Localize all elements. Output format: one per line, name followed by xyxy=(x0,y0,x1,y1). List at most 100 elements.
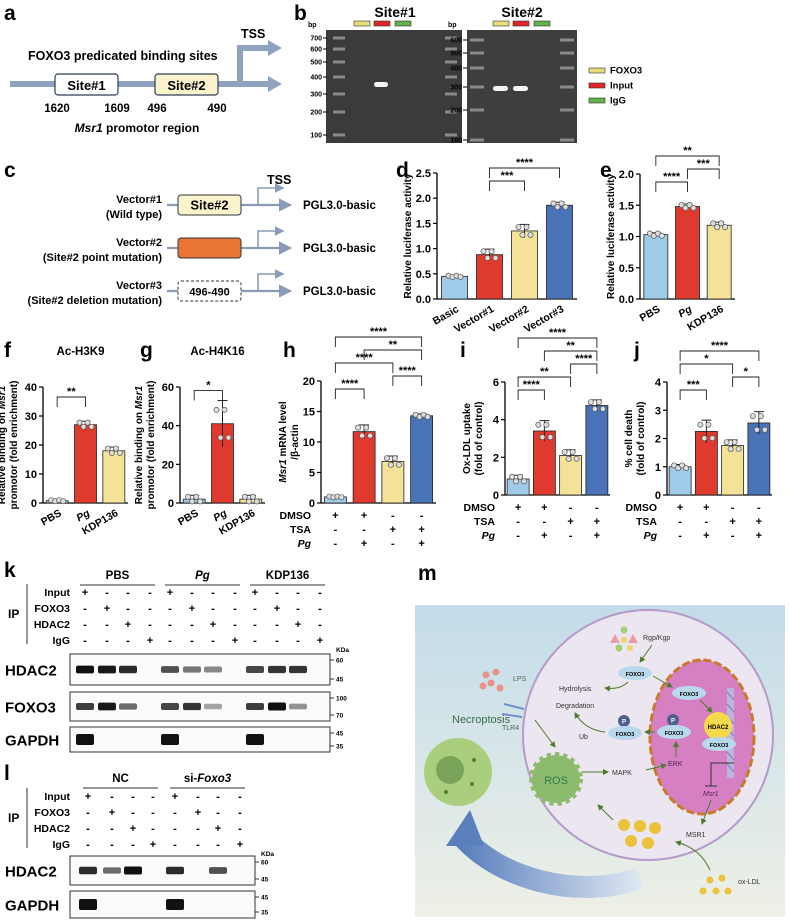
ladder-band xyxy=(470,51,484,55)
y-tick-label: 0.0 xyxy=(619,294,634,306)
ip-sign: - xyxy=(211,587,215,599)
ip-sign: - xyxy=(253,619,257,631)
condition-label: DMSO xyxy=(464,502,496,514)
blot-label-foxo3: FOXO3 xyxy=(5,700,56,717)
ip-sign: - xyxy=(151,791,155,803)
ip-sign: - xyxy=(216,839,220,851)
ip-sign: - xyxy=(275,635,279,647)
data-point xyxy=(599,405,606,412)
data-point xyxy=(561,449,568,456)
condition-label: Pg xyxy=(644,530,658,542)
y-tick-label: 10 xyxy=(303,437,315,449)
condition-sign: - xyxy=(420,510,424,522)
ip-sign: + xyxy=(130,823,136,835)
y-axis-label: Relative binding on Msr1 xyxy=(0,385,8,504)
protein-band xyxy=(76,734,94,745)
ip-sign: + xyxy=(109,807,115,819)
y-tick-label: 1.0 xyxy=(619,232,634,244)
ip-sign: - xyxy=(275,587,279,599)
ip-sign: - xyxy=(86,823,90,835)
ladder-band xyxy=(445,60,457,64)
nuclear-import-arrow xyxy=(652,675,673,688)
condition-sign: + xyxy=(390,524,396,536)
significance-bracket xyxy=(543,350,598,361)
ros-icon: ROS xyxy=(529,752,583,806)
ip-row-label: FOXO3 xyxy=(34,807,70,819)
necroptosis-arrowhead xyxy=(446,810,484,846)
data-point xyxy=(84,419,91,426)
condition-sign: - xyxy=(391,538,395,550)
y-tick-label: 20 xyxy=(303,376,315,388)
ip-sign: - xyxy=(148,587,152,599)
significance-bracket xyxy=(334,362,394,373)
panel-label-i: i xyxy=(460,339,466,362)
y-tick-label: 1.5 xyxy=(416,218,431,230)
protein-band xyxy=(204,666,222,673)
gel1-title: Site#1 xyxy=(374,4,415,20)
necroptosis-arrow xyxy=(453,828,644,898)
ip-sign: - xyxy=(131,839,135,851)
ip-sign: - xyxy=(131,791,135,803)
region-text: promotor region xyxy=(103,121,200,135)
data-point xyxy=(701,435,708,442)
condition-sign: + xyxy=(756,530,762,542)
ip-sign: - xyxy=(151,823,155,835)
data-point xyxy=(367,432,374,439)
pcr-band xyxy=(374,82,388,87)
blot-membrane xyxy=(69,726,331,753)
blot-label-gapdh: GAPDH xyxy=(5,733,59,750)
y-label-gene: Msr1 xyxy=(134,385,145,409)
y-axis-label: promotor (fold enrichment) xyxy=(9,381,20,510)
protein-band xyxy=(161,666,179,673)
significance-label: **** xyxy=(549,327,567,339)
condition-sign: - xyxy=(705,516,709,528)
protein-band xyxy=(103,867,121,874)
legend-swatch-igg xyxy=(588,97,606,104)
protein-band xyxy=(79,866,97,875)
ip-sign: + xyxy=(172,791,178,803)
significance-bracket xyxy=(392,375,423,386)
position-490: 490 xyxy=(207,103,226,115)
data-point xyxy=(424,413,431,420)
ladder-band xyxy=(333,75,345,79)
ladder-band xyxy=(333,36,345,40)
blot-label-gapdh: GAPDH xyxy=(5,898,59,915)
tlr4-label: TLR4 xyxy=(502,725,519,732)
ip-sign: + xyxy=(125,619,131,631)
ip-sign: - xyxy=(216,807,220,819)
data-point xyxy=(521,478,528,485)
panel-label-g: g xyxy=(140,339,153,362)
data-point xyxy=(221,406,228,413)
protein-band xyxy=(166,866,184,875)
condition-label: Pg xyxy=(482,530,496,542)
oxldl-uptake-arrow xyxy=(675,840,711,871)
y-axis-label: Ox-LDL uptake xyxy=(462,403,473,474)
condition-sign: - xyxy=(731,502,735,514)
data-point xyxy=(735,446,742,452)
mw-marker-label: 45 xyxy=(336,731,344,738)
data-point xyxy=(718,220,725,227)
mechanism-schematic: Necroptosis Rgp/Kgp LPS TLR4 Hydrolysis … xyxy=(415,605,785,917)
protein-band xyxy=(204,703,222,710)
legend-label-igg: IgG xyxy=(610,96,626,107)
data-point xyxy=(554,204,561,211)
y-tick-label: 5 xyxy=(309,468,315,480)
hydrolysis-label: Hydrolysis xyxy=(559,686,592,693)
condition-sign: + xyxy=(361,538,367,550)
bar xyxy=(74,424,97,504)
ip-sign: + xyxy=(150,839,156,851)
panel-label-c: c xyxy=(4,159,16,182)
protein-band xyxy=(268,702,286,711)
y-tick-label: 2.0 xyxy=(619,169,634,181)
data-point xyxy=(116,450,123,457)
data-point xyxy=(523,224,530,230)
y-tick-label: 10 xyxy=(25,469,37,481)
y-axis-label: (fold of control) xyxy=(636,402,647,476)
ladder-band xyxy=(445,75,457,79)
data-point xyxy=(723,439,730,446)
tss-arrow xyxy=(257,183,285,205)
ip-row-label: FOXO3 xyxy=(34,603,70,615)
group-label: NC xyxy=(112,773,129,785)
